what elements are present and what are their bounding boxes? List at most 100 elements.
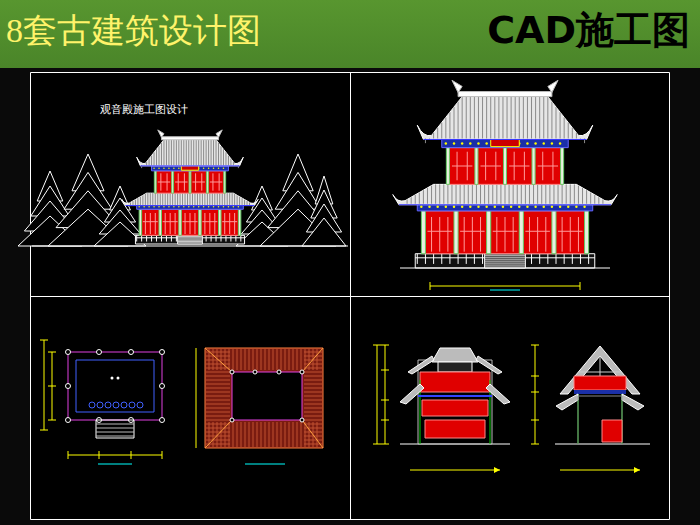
roof-tile-line (472, 184, 473, 203)
roof-tile-line (429, 137, 430, 138)
dimension-tick (531, 392, 539, 393)
roof-tile-line (147, 193, 148, 205)
roof-tile-line (462, 97, 463, 139)
door-lattice (202, 221, 217, 222)
railing-post (151, 235, 152, 241)
sheet-title: 8套古建筑设计图 (6, 12, 261, 49)
roof-tile-line (553, 184, 554, 203)
column (585, 211, 589, 254)
rafter-line (225, 422, 226, 447)
roof-tile-line (135, 200, 136, 205)
roof-tile-line (515, 97, 516, 139)
rafter-line (277, 349, 278, 370)
rafter-line (206, 364, 230, 365)
temple-steps (485, 254, 526, 268)
railing-post (235, 235, 236, 241)
roof-tile-line (556, 107, 557, 138)
temple-base (135, 235, 244, 244)
roof-tile-line (151, 156, 152, 166)
bracket-dot (218, 168, 219, 169)
rafter-line (265, 422, 266, 447)
plan-steps (96, 420, 134, 438)
column (503, 148, 506, 185)
roof-tile-line (130, 202, 131, 205)
rafter-line (206, 392, 230, 393)
roof-tile-line (525, 184, 526, 203)
bracket-dot (453, 142, 455, 144)
rafter-line (301, 422, 302, 447)
temple-steps (178, 235, 203, 244)
column (487, 211, 491, 254)
railing-post (539, 254, 540, 264)
railing-post (458, 254, 459, 264)
bracket-dot (461, 142, 463, 144)
roof-tile-line (199, 193, 200, 205)
column (159, 209, 161, 235)
door-lattice (562, 217, 563, 252)
bracket-dot (551, 142, 553, 144)
ridge-ornament (548, 80, 558, 92)
roof-tile-line (247, 201, 248, 205)
section-drawing (373, 345, 510, 473)
bracket-dot (213, 206, 214, 207)
window-lattice (175, 182, 187, 183)
railing-post (216, 235, 217, 241)
roof-tile-line (529, 184, 530, 203)
rafter-line (249, 349, 250, 370)
bracket-dot (502, 206, 504, 208)
roof-tile-line (142, 195, 143, 205)
roof-tile-line (159, 146, 160, 165)
railing-post (176, 235, 177, 241)
rafter-line (304, 420, 322, 421)
rafter-line (305, 422, 306, 447)
roof-tile-line (190, 193, 191, 205)
ground-line (400, 268, 610, 269)
dimension-tick (68, 451, 69, 459)
temple-elevation (393, 80, 617, 268)
roof-tile-line (484, 184, 485, 203)
roof-tile-line (470, 97, 471, 139)
roof-tile-line (531, 97, 532, 139)
column (446, 148, 449, 185)
dimension-line (535, 345, 536, 444)
window-lattice (538, 166, 558, 167)
plan-column (230, 370, 234, 374)
roof-tile-line (149, 159, 150, 166)
rafter-line (206, 396, 230, 397)
drawing-name-line (245, 464, 285, 465)
bracket-dot (208, 206, 209, 207)
roof-tile-line (460, 184, 461, 203)
ground-line (32, 246, 348, 247)
column (454, 211, 458, 254)
roof-tile-line (167, 193, 168, 205)
plan-arc (121, 402, 127, 408)
drawing-name-line (490, 290, 520, 291)
rafter-line (304, 396, 322, 397)
rafter-line (304, 440, 322, 441)
roof-tile-line (160, 193, 161, 205)
dimension-line (430, 286, 580, 287)
temple-base (415, 254, 595, 268)
roof-tile-line (176, 140, 177, 165)
bracket-dot (420, 206, 422, 208)
step-line (178, 241, 203, 242)
rafter-line (304, 384, 322, 385)
rafter-line (206, 400, 230, 401)
dimension-tick (381, 400, 389, 401)
door-lattice (165, 213, 166, 234)
roof-tile-line (193, 140, 194, 165)
dimension-tick (531, 444, 539, 445)
bracket-dot (163, 168, 164, 169)
lower-roof (393, 184, 617, 204)
roof-tile-line (598, 197, 599, 204)
rafter-line (304, 432, 322, 433)
window-lattice (509, 166, 529, 167)
railing-post (449, 254, 450, 264)
roof-tile-line (132, 201, 133, 205)
roof-tile-line (172, 193, 173, 205)
roof-tile-line (517, 184, 518, 203)
hip-line (302, 420, 323, 448)
dimension-tick (381, 444, 389, 445)
roof-tile-line (225, 152, 226, 165)
railing-post (588, 254, 589, 264)
